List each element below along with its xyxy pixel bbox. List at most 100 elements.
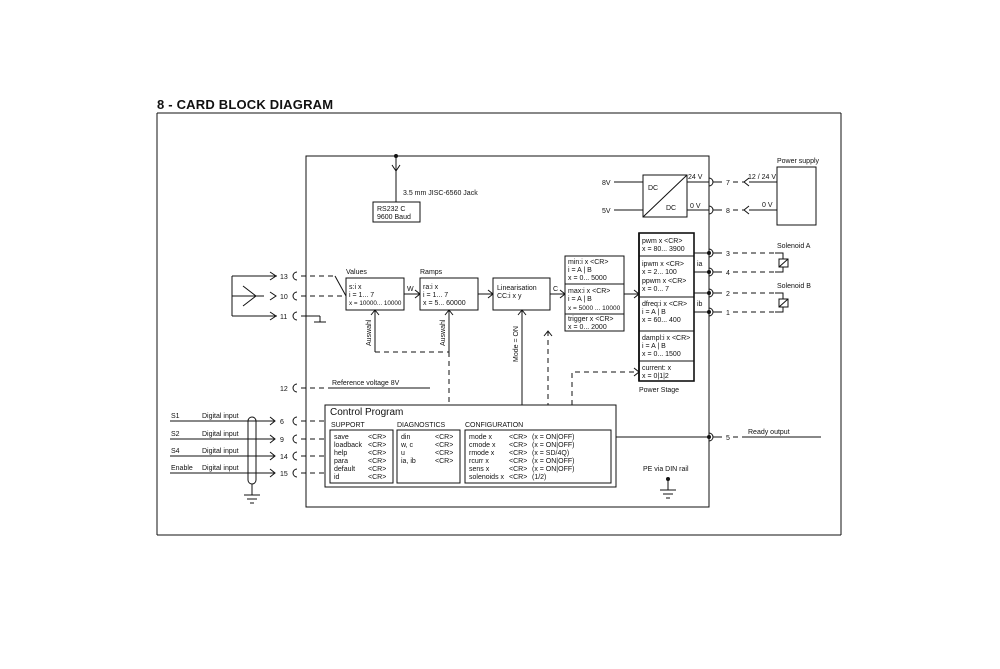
out24-label: 24 V: [688, 174, 703, 181]
configuration-list: mode x <CR> (x = ON|OFF) cmode x <CR> (x = ON…: [469, 434, 574, 481]
configuration-command: rcurr x: [469, 458, 489, 465]
ps-pwm-range: x = 80... 3900: [642, 246, 685, 253]
ramps-line2: i = 1... 7: [423, 292, 448, 299]
pe-label: PE via DIN rail: [643, 466, 689, 473]
support-command: save: [334, 434, 349, 441]
support-cr: <CR>: [368, 466, 386, 473]
mode-on-label: Mode = ON: [513, 326, 520, 362]
support-command: para: [334, 458, 348, 465]
rs232-section: 3.5 mm JISC-6560 Jack RS232 C 9600 Baud: [372, 154, 478, 223]
support-heading: SUPPORT: [331, 422, 365, 429]
ramps-line3: x = 5... 60000: [423, 300, 466, 307]
digital-name-enable: Enable: [171, 465, 193, 472]
ps-ipwm: ipwm x <CR>: [642, 261, 684, 268]
configuration-command: solenoids x: [469, 474, 505, 481]
support-command: id: [334, 474, 340, 481]
ps-dfreq-i: i = A | B: [642, 309, 666, 316]
support-cr: <CR>: [368, 474, 386, 481]
rs232-line2: 9600 Baud: [377, 214, 411, 221]
pe-ground: PE via DIN rail: [643, 466, 689, 499]
values-line2: i = 1... 7: [349, 292, 374, 299]
auswahl-label-1: Auswahl: [366, 319, 373, 346]
configuration-command: cmode x: [469, 442, 496, 449]
pin-11: 11: [280, 314, 287, 321]
digital-label-3: Digital input: [202, 448, 239, 455]
ready-output-label: Ready output: [748, 429, 790, 436]
reference-label: Reference voltage 8V: [332, 380, 400, 387]
support-cr: <CR>: [368, 434, 386, 441]
diagnostics-command: din: [401, 434, 410, 441]
ps-ppwm-range: x = 0... 7: [642, 286, 669, 293]
pin-5: 5: [726, 435, 730, 442]
ps-dampl: dampl:i x <CR>: [642, 335, 690, 342]
ps-ipwm-range: x = 2... 100: [642, 269, 677, 276]
auswahl-label-2: Auswahl: [440, 319, 447, 346]
diagnostics-cr: <CR>: [435, 442, 453, 449]
ib-label: ib: [697, 301, 703, 308]
power-stage: pwm x <CR> x = 80... 3900 ipwm x <CR> x …: [638, 232, 703, 394]
diagnostics-command: ia, ib: [401, 458, 416, 465]
trigger-line2: x = 0... 2000: [568, 324, 607, 331]
control-program: Control Program SUPPORT DIAGNOSTICS CONF…: [324, 404, 617, 488]
reference-voltage: 12 Reference voltage 8V: [280, 380, 430, 393]
configuration-cr: <CR>: [509, 466, 527, 473]
configuration-cr: <CR>: [509, 474, 527, 481]
values-block: Values s:i x i = 1... 7 x = 10000... 100…: [345, 269, 421, 311]
configuration-range: (x = ON|OFF): [532, 434, 574, 441]
pin-3: 3: [726, 251, 730, 258]
ps-dfreq: dfreq:i x <CR>: [642, 301, 687, 308]
dcdc-in: DC: [648, 185, 658, 192]
pin-2: 2: [726, 291, 730, 298]
support-cr: <CR>: [368, 442, 386, 449]
diagnostics-command: u: [401, 450, 405, 457]
digital-inputs: S1 S2 S4 Enable Digital input Digital in…: [170, 413, 325, 504]
configuration-range: (x = ON|OFF): [532, 458, 574, 465]
power-supply-label: Power supply: [777, 158, 820, 165]
out0-label: 0 V: [690, 203, 701, 210]
ready-output: 5 Ready output: [616, 429, 821, 442]
v8-label: 8V: [602, 180, 611, 187]
diagnostics-command: w, c: [400, 442, 414, 449]
ps-pwm: pwm x <CR>: [642, 238, 682, 245]
configuration-range: (x = ON|OFF): [532, 442, 574, 449]
control-title: Control Program: [330, 407, 403, 418]
support-cr: <CR>: [368, 458, 386, 465]
values-title: Values: [346, 269, 367, 276]
configuration-cr: <CR>: [509, 434, 527, 441]
page-title: 8 - CARD BLOCK DIAGRAM: [157, 97, 334, 112]
ps-ppwm: ppwm x <CR>: [642, 278, 686, 285]
diagnostics-cr: <CR>: [435, 450, 453, 457]
pin-7: 7: [726, 180, 730, 187]
ps-dampl-range: x = 0... 1500: [642, 351, 681, 358]
pin-6: 6: [280, 419, 284, 426]
solenoid-outputs: 3 4 2 1 Solenoid A Solenoid B: [694, 243, 811, 317]
configuration-range: (x = ON|OFF): [532, 466, 574, 473]
digital-name-s2: S2: [171, 431, 180, 438]
lin-out: C: [553, 286, 558, 293]
lin-line1: Linearisation: [497, 285, 537, 292]
pin-4: 4: [726, 270, 730, 277]
digital-label-2: Digital input: [202, 431, 239, 438]
configuration-command: mode x: [469, 434, 492, 441]
support-cr: <CR>: [368, 450, 386, 457]
pin-1: 1: [726, 310, 730, 317]
rs232-jack-label: 3.5 mm JISC-6560 Jack: [403, 190, 478, 197]
solenoid-b-label: Solenoid B: [777, 283, 811, 290]
min-line2: i = A | B: [568, 267, 592, 274]
trigger-line1: trigger x <CR>: [568, 316, 614, 323]
ps-dampl-i: i = A | B: [642, 343, 666, 350]
solenoid-a-label: Solenoid A: [777, 243, 811, 250]
pin-13: 13: [280, 274, 288, 281]
dcdc-out: DC: [666, 205, 676, 212]
ps-dfreq-range: x = 60... 400: [642, 317, 681, 324]
min-line1: min:i x <CR>: [568, 259, 608, 266]
support-command: loadback: [334, 442, 363, 449]
digital-name-s4: S4: [171, 448, 180, 455]
supply-0v: 0 V: [762, 202, 773, 209]
ramps-block: Ramps ra:i x i = 1... 7 x = 5... 60000: [419, 269, 494, 311]
power-supply-box: [776, 166, 817, 226]
ramps-line1: ra:i x: [423, 284, 439, 291]
dcdc-section: DC DC 8V 5V 24 V 0 V 7 8 12 / 24 V 0 V P…: [602, 158, 820, 226]
max-line2: i = A | B: [568, 296, 592, 303]
